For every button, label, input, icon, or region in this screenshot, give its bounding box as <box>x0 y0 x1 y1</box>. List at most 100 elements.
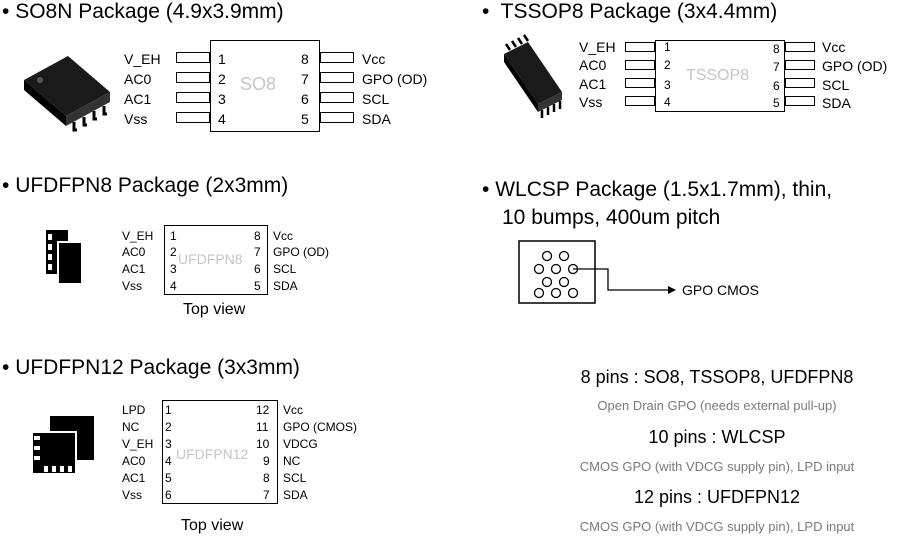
ufdfpn8-pin-name: V_EH <box>122 229 154 243</box>
ufdfpn12-pin-name: SCL <box>283 471 307 485</box>
wlcsp-gpo-arrowhead <box>668 286 676 294</box>
tssop8-pin-name: SCL <box>822 77 850 93</box>
so8-chip-label: SO8 <box>240 74 277 94</box>
tssop8-pin-name: Vcc <box>822 39 846 55</box>
ufdfpn8-chip-label: UFDFPN8 <box>178 251 243 267</box>
tssop8-pin-name: GPO (OD) <box>822 58 888 74</box>
tssop8-pin-number: 7 <box>773 60 780 74</box>
wlcsp-title-line2: 10 bumps, 400um pitch <box>502 206 721 229</box>
ufdfpn12-pin-name: NC <box>283 454 301 468</box>
tssop8-pad <box>625 42 655 52</box>
wlcsp-bump <box>558 250 570 262</box>
ufdfpn12-pin-name: SDA <box>283 488 308 502</box>
ufdfpn8-pin-name: Vss <box>122 279 143 293</box>
ufdfpn8-pin-number: 1 <box>170 229 177 243</box>
so8-pin-number: 8 <box>301 51 309 67</box>
ufdfpn12-pin-number: 4 <box>165 454 172 468</box>
tssop8-pin-name: SDA <box>822 95 851 111</box>
summary-10pin-note: CMOS GPO (with VDCG supply pin), LPD inp… <box>579 459 855 474</box>
tssop8-pin-number: 1 <box>664 40 671 54</box>
so8-pin-name: AC1 <box>124 91 152 107</box>
tssop8-pin-number: 5 <box>773 96 780 110</box>
ufdfpn12-pin-number: 11 <box>256 420 269 434</box>
ufdfpn12-chip-label: UFDFPN12 <box>176 446 249 462</box>
summary-8pin-heading: 8 pins : SO8, TSSOP8, UFDFPN8 <box>580 367 854 387</box>
so8-pin-number: 3 <box>218 91 226 107</box>
so8-chip-body <box>210 40 320 132</box>
tssop8-chip-label: TSSOP8 <box>686 67 750 84</box>
tssop8-pin-number: 2 <box>664 58 671 72</box>
ufdfpn12-pin-number: 8 <box>263 471 270 485</box>
so8-pad <box>320 52 354 63</box>
ufdfpn12-title: • UFDFPN12 Package (3x3mm) <box>2 356 300 379</box>
ufdfpn8-title: • UFDFPN8 Package (2x3mm) <box>2 174 289 197</box>
wlcsp-bump <box>533 263 545 275</box>
ufdfpn12-package-icon <box>31 416 94 475</box>
ufdfpn8-pin-name: GPO (OD) <box>273 245 329 259</box>
ufdfpn8-pin-number: 3 <box>170 262 177 276</box>
ufdfpn12-pin-number: 1 <box>165 403 172 417</box>
ufdfpn8-package-icon <box>46 230 83 285</box>
wlcsp-title-line1: • WLCSP Package (1.5x1.7mm), thin, <box>482 178 833 201</box>
ufdfpn12-pin-number: 6 <box>165 488 172 502</box>
so8-pin-number: 4 <box>218 111 226 127</box>
ufdfpn8-pin-name: SDA <box>273 279 298 293</box>
ufdfpn8-pin-number: 5 <box>254 279 261 293</box>
so8-pad <box>320 72 354 83</box>
tssop8-pin-number: 8 <box>773 42 780 56</box>
so8-pin-number: 6 <box>301 91 309 107</box>
ufdfpn12-view-label: Top view <box>181 517 244 534</box>
tssop8-pad <box>785 96 815 106</box>
so8-pad <box>176 72 210 83</box>
tssop8-chip-body <box>655 40 785 112</box>
so8-pin-name: SDA <box>362 111 391 127</box>
ufdfpn8-pin-number: 2 <box>170 245 177 259</box>
tssop8-pin-name: Vss <box>579 94 603 110</box>
summary-12pin-note: CMOS GPO (with VDCG supply pin), LPD inp… <box>579 519 855 534</box>
ufdfpn12-pin-name: AC0 <box>122 454 146 468</box>
tssop8-pad <box>625 60 655 70</box>
wlcsp-gpo-arrow-line <box>573 268 668 291</box>
so8-package-icon <box>24 56 110 132</box>
tssop8-pin-number: 3 <box>664 78 671 92</box>
tssop8-pad <box>785 78 815 88</box>
tssop8-pin-name: AC0 <box>579 57 607 73</box>
wlcsp-bump-diagram <box>518 240 676 304</box>
so8-pad <box>320 112 354 123</box>
wlcsp-bump <box>550 263 562 275</box>
ufdfpn8-pin-number: 4 <box>170 279 177 293</box>
ufdfpn12-pin-name: V_EH <box>122 437 154 451</box>
so8-pin-name: Vcc <box>362 51 386 67</box>
tssop8-pin-name: V_EH <box>579 39 616 55</box>
summary-8pin-note: Open Drain GPO (needs external pull-up) <box>597 398 837 413</box>
ufdfpn8-pin-name: AC0 <box>122 245 146 259</box>
ufdfpn12-pin-name: LPD <box>122 403 146 417</box>
wlcsp-bump <box>541 276 553 288</box>
so8-pin-number: 5 <box>301 111 309 127</box>
wlcsp-bump <box>533 287 545 299</box>
tssop8-package-icon <box>504 34 562 118</box>
tssop8-pad <box>785 42 815 52</box>
so8-pad <box>176 52 210 63</box>
wlcsp-bump <box>558 276 570 288</box>
so8-pin-name: V_EH <box>124 51 161 67</box>
so8-pin-number: 7 <box>301 71 309 87</box>
ufdfpn12-pin-number: 5 <box>165 471 172 485</box>
so8-pin-name: GPO (OD) <box>362 71 428 87</box>
so8-pad <box>176 92 210 103</box>
ufdfpn8-pin-number: 7 <box>254 245 261 259</box>
ufdfpn12-pin-name: Vss <box>122 488 143 502</box>
ufdfpn12-pin-number: 12 <box>256 403 270 417</box>
ufdfpn12-pin-name: AC1 <box>122 471 146 485</box>
so8-pin-name: AC0 <box>124 71 152 87</box>
so8-pin-name: Vss <box>124 111 148 127</box>
tssop8-pin-number: 6 <box>773 79 780 93</box>
tssop8-pad <box>625 78 655 88</box>
ufdfpn12-pin-number: 2 <box>165 420 172 434</box>
ufdfpn12-pin-name: VDCG <box>283 437 318 451</box>
summary-10pin-heading: 10 pins : WLCSP <box>648 427 786 447</box>
so8-pin-name: SCL <box>362 91 390 107</box>
ufdfpn12-pin-number: 3 <box>165 437 172 451</box>
ufdfpn8-chip-body <box>164 225 268 295</box>
ufdfpn12-pin-number: 10 <box>256 437 270 451</box>
